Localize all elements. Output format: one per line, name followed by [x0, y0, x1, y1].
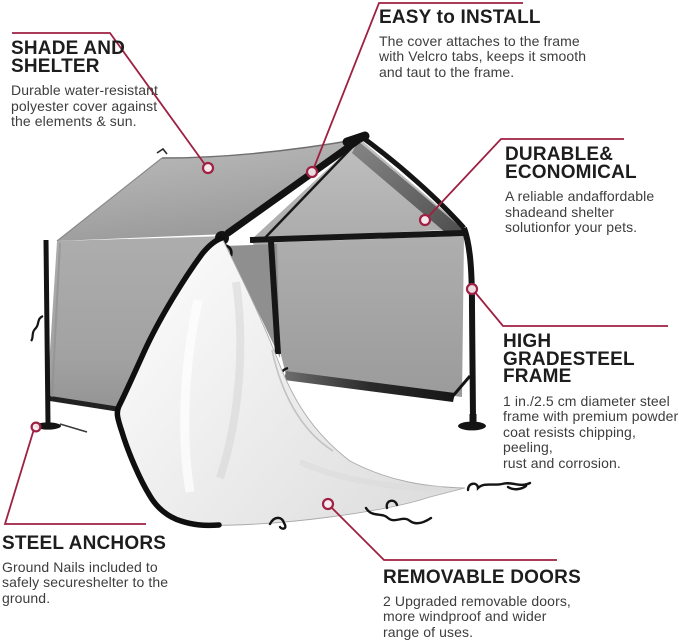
tent-tie-strap: [30, 314, 44, 342]
tent-ridge-pole: [224, 131, 370, 237]
callout-body: 1 in./2.5 cm diameter steel frame with p…: [503, 392, 679, 471]
tent-front-left-post: [268, 241, 281, 355]
tent-ground-anchor-foot-right: [458, 414, 486, 431]
callout-marker-steel-anchors: [30, 421, 42, 433]
door-fabric-drape: [114, 235, 466, 529]
callout-title: EASY to INSTALL: [379, 7, 541, 28]
callout-title: REMOVABLE DOORS: [383, 567, 581, 588]
callout-shade-and-shelter: SHADE AND SHELTER Durable water-resistan…: [11, 38, 196, 130]
callout-line-easy-to-install: [312, 2, 523, 171]
callout-durable-economical: DURABLE& ECONOMICAL A reliable andafford…: [505, 144, 673, 236]
callout-body: 2 Upgraded removable doors, more windpro…: [383, 592, 571, 640]
callout-marker-durable-economical: [418, 213, 432, 227]
callout-marker-steel-frame: [465, 282, 479, 296]
callout-high-grade-steel-frame: HIGH GRADESTEEL FRAME 1 in./2.5 cm diame…: [503, 331, 679, 471]
callout-body: A reliable andaffordable shadeand shelte…: [505, 188, 655, 235]
callout-line-shade-and-shelter: [12, 32, 207, 167]
callout-easy-to-install: EASY to INSTALL The cover attaches to th…: [379, 7, 609, 80]
callout-line-steel-anchors: [3, 428, 146, 525]
callout-body: The cover attaches to the frame with Vel…: [379, 32, 587, 80]
tent-interior-shadow: [224, 244, 280, 358]
callout-line-durable-economical: [426, 138, 624, 219]
callout-title: HIGH GRADESTEEL FRAME: [503, 331, 635, 387]
tent-gable-panel: [252, 134, 466, 242]
tent-front-beam: [249, 230, 465, 243]
tent-ground-anchor-foot-left: [35, 422, 88, 433]
callout-marker-removable-doors: [321, 497, 335, 511]
callout-title: STEEL ANCHORS: [2, 533, 167, 554]
callout-title: SHADE AND SHELTER: [11, 38, 126, 77]
callout-removable-doors: REMOVABLE DOORS 2 Upgraded removable doo…: [383, 567, 608, 640]
callout-marker-shade-and-shelter: [201, 161, 215, 175]
ground-strap-left: [268, 516, 287, 530]
ground-strap-center: [364, 499, 433, 525]
tent-roof-panel: [56, 138, 361, 242]
tent-left-leg: [30, 239, 51, 425]
tent-interior-panel: [253, 236, 464, 397]
callout-title: DURABLE& ECONOMICAL: [505, 144, 637, 183]
callout-line-steel-frame: [473, 290, 668, 327]
callout-body: Durable water-resistant polyester cover …: [11, 82, 159, 129]
ground-strap-right: [466, 481, 532, 492]
tent-frame-right-post: [461, 227, 476, 419]
callout-steel-anchors: STEEL ANCHORS Ground Nails included to s…: [2, 533, 207, 606]
callout-line-removable-doors: [329, 505, 557, 561]
callout-body: Ground Nails included to safely securesh…: [2, 558, 169, 606]
tent-roof-edge-band: [352, 141, 464, 233]
callout-marker-easy-to-install: [305, 165, 319, 179]
door-fabric-binding: [114, 235, 225, 529]
